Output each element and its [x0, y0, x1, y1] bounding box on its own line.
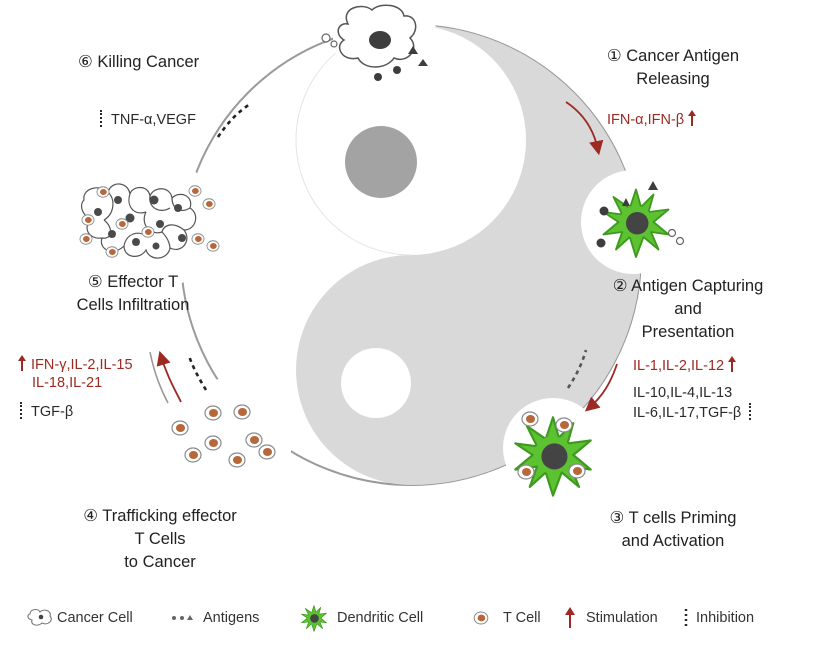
up-arrow-icon	[688, 110, 697, 126]
legend-stimulation-icon	[565, 607, 575, 628]
stimulation-arrow-5	[156, 350, 182, 403]
inhibition-icon	[20, 402, 22, 419]
inhibition-icon	[749, 403, 752, 420]
inhibition-arc-5	[187, 355, 208, 391]
yang-dot-white	[341, 348, 411, 418]
legend-antigens: Antigens	[203, 610, 260, 626]
cancer-cell-top	[321, 4, 428, 81]
stimulation-arrow-3	[584, 363, 618, 412]
step-3-label: ③ T cells Priming and Activation	[609, 509, 737, 550]
step-5-stimulators-line-2: IL-18,IL-21	[32, 375, 103, 391]
legend-inhibition: Inhibition	[696, 610, 755, 626]
step-3-inhibitors-line-2: IL-6,IL-17,TGF-β	[633, 403, 752, 422]
step-3-inhibitors-line-1: IL-10,IL-4,IL-13	[633, 385, 733, 401]
legend-stimulation: Stimulation	[586, 610, 658, 626]
legend-dendritic-cell: Dendritic Cell	[337, 610, 424, 626]
inhibition-icon	[100, 110, 102, 127]
legend-t-cell: T Cell	[503, 610, 541, 626]
step-6-label: ⑥ Killing Cancer	[78, 53, 200, 71]
legend-dendritic-cell-icon	[301, 605, 327, 632]
dendritic-cell-capturing	[596, 181, 685, 258]
step-1-label: ① Cancer Antigen Releasing	[606, 47, 740, 88]
legend-t-cell-icon	[473, 611, 489, 625]
step-2-label: ② Antigen Capturing and Presentation	[612, 277, 764, 341]
step-6-inhibitors: TNF-α,VEGF	[100, 110, 196, 129]
up-arrow-icon	[18, 355, 27, 371]
inhibition-arc-6	[216, 102, 251, 138]
inhibition-arc-3	[566, 349, 588, 389]
tumor-infiltration	[81, 183, 197, 259]
step-4-label: ④ Trafficking effector T Cells to Cancer	[83, 507, 237, 571]
legend-cancer-cell: Cancer Cell	[57, 610, 133, 626]
step-5-stimulators-line-1: IFN-γ,IL-2,IL-15	[18, 355, 133, 374]
step-5-label: ⑤ Effector T Cells Infiltration	[76, 273, 190, 314]
step-3-stimulators: IL-1,IL-2,IL-12	[633, 356, 737, 375]
step-5-inhibitors: TGF-β	[20, 402, 73, 421]
up-arrow-icon	[728, 356, 737, 372]
legend-antigens-icon	[172, 615, 193, 620]
stimulation-arrow-1	[565, 101, 604, 156]
yin-dot-dark	[345, 126, 417, 198]
step-1-stimulators: IFN-α,IFN-β	[607, 110, 697, 129]
legend-cancer-cell-icon	[27, 609, 52, 626]
